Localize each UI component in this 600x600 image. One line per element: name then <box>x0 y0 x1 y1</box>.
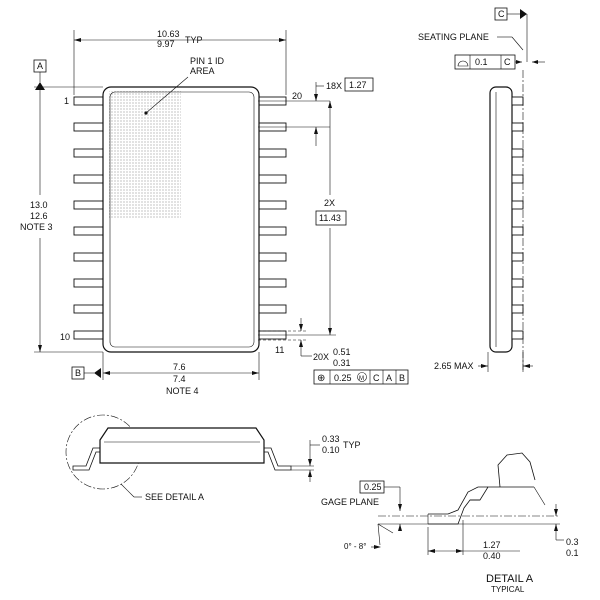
pitch-value: 1.27 <box>349 80 367 90</box>
position-ref1: C <box>373 373 380 383</box>
end-lead-right <box>264 447 292 471</box>
overall-width-max: 10.63 <box>157 29 180 39</box>
lead-width-dimension: 20X 0.51 0.31 <box>258 318 351 368</box>
overall-width-min: 9.97 <box>157 39 175 49</box>
lead-15 <box>254 226 287 236</box>
lead-width-max: 0.51 <box>333 347 351 357</box>
lead-thickness-min: 0.10 <box>322 445 340 455</box>
width-max: 7.6 <box>173 362 186 372</box>
top-view: PIN 1 ID AREA 1 10 20 11 10.63 9.97 TYP … <box>20 29 409 396</box>
lead-16 <box>254 200 287 210</box>
pin-number-11: 11 <box>275 345 284 355</box>
overall-width-typ: TYP <box>185 35 203 45</box>
seating-plane-label: SEATING PLANE <box>418 32 489 42</box>
overall-width-dimension: 10.63 9.97 TYP <box>73 29 287 95</box>
pin-number-20: 20 <box>292 91 302 101</box>
length-dimension: 13.0 12.6 NOTE 3 <box>20 86 103 353</box>
span-prefix: 2X <box>324 198 335 208</box>
lead-width-min: 0.31 <box>333 358 351 368</box>
flatness-ref: C <box>504 57 511 67</box>
pin1-leader-dot <box>144 111 148 115</box>
length-note: NOTE 3 <box>20 222 53 232</box>
pitch-prefix: 18X <box>326 81 342 91</box>
length-min: 12.6 <box>30 211 48 221</box>
pin-number-10: 10 <box>60 332 70 342</box>
position-tolerance: 0.25 <box>334 373 352 383</box>
end-view: 0.33 0.10 TYP SEE DETAIL A <box>65 414 361 502</box>
flatness-tolerance: 0.1 <box>475 57 488 67</box>
detail-a-title: DETAIL A <box>486 573 534 585</box>
gage-plane-label: GAGE PLANE <box>321 497 379 507</box>
detail-a: 0.25 GAGE PLANE 0° - 8° 1.27 0.40 0.3 0.… <box>321 452 579 594</box>
lead-1 <box>73 96 106 106</box>
lead-3 <box>73 148 106 158</box>
lead-thickness-typ: TYP <box>343 440 361 450</box>
width-min: 7.4 <box>173 374 186 384</box>
position-symbol: ⊕ <box>317 373 325 384</box>
lead-8 <box>73 278 106 288</box>
width-note: NOTE 4 <box>166 386 199 396</box>
angle-label: 0° - 8° <box>344 542 366 551</box>
position-ref3: B <box>399 373 405 383</box>
side-view: C SEATING PLANE 0.1 C <box>418 7 545 372</box>
see-detail-a: SEE DETAIL A <box>145 492 204 502</box>
pin-number-1: 1 <box>64 96 69 106</box>
end-lead-left <box>72 447 100 471</box>
foot-length-min: 0.40 <box>483 551 501 561</box>
foot-length-max: 1.27 <box>483 540 501 550</box>
end-body <box>99 427 265 464</box>
datum-b-label: B <box>75 368 81 378</box>
side-body <box>489 86 513 353</box>
pin1-id-area <box>109 91 181 219</box>
lead-5 <box>73 200 106 210</box>
lead-6 <box>73 226 106 236</box>
lead-width-prefix: 20X <box>313 352 329 362</box>
datum-c-label: C <box>498 9 505 19</box>
position-modifier: M <box>359 376 364 382</box>
lead-17 <box>254 174 287 184</box>
span-value: 11.43 <box>319 213 341 223</box>
position-ref2: A <box>386 373 392 383</box>
width-dimension: B 7.6 7.4 NOTE 4 <box>71 352 260 396</box>
lead-thickness-max: 0.33 <box>322 434 340 444</box>
detail-body-break <box>497 452 536 488</box>
side-leads <box>511 96 524 340</box>
lead-10 <box>73 330 106 340</box>
pin1-label-line2: AREA <box>190 66 215 76</box>
pitch-dimension: 18X 1.27 <box>258 77 374 146</box>
lead-7 <box>73 252 106 262</box>
left-leads <box>73 96 106 340</box>
right-leads <box>254 96 287 340</box>
lead-4 <box>73 174 106 184</box>
detail-lead-inner <box>428 486 488 515</box>
lead-9 <box>73 304 106 314</box>
pin1-label-line1: PIN 1 ID <box>190 56 225 66</box>
length-max: 13.0 <box>30 200 48 210</box>
datum-a-label: A <box>37 61 43 71</box>
height-max: 2.65 MAX <box>434 361 474 371</box>
lead-2 <box>73 122 106 132</box>
detail-a-subtitle: TYPICAL <box>491 585 525 594</box>
lead-12 <box>254 304 287 314</box>
position-fcf: ⊕ 0.25 M C A B <box>313 369 409 385</box>
lead-13 <box>254 278 287 288</box>
standoff-max: 0.3 <box>566 537 579 547</box>
detail-body-bottom <box>470 486 534 501</box>
span-dimension: 2X 11.43 <box>258 101 347 336</box>
datum-a: A <box>33 59 47 90</box>
lead-14 <box>254 252 287 262</box>
pin1-leader <box>145 76 189 114</box>
lead-18 <box>254 148 287 158</box>
gage-box-value: 0.25 <box>364 482 382 492</box>
standoff-min: 0.1 <box>566 548 579 558</box>
package-body-inner-edge <box>109 91 255 348</box>
